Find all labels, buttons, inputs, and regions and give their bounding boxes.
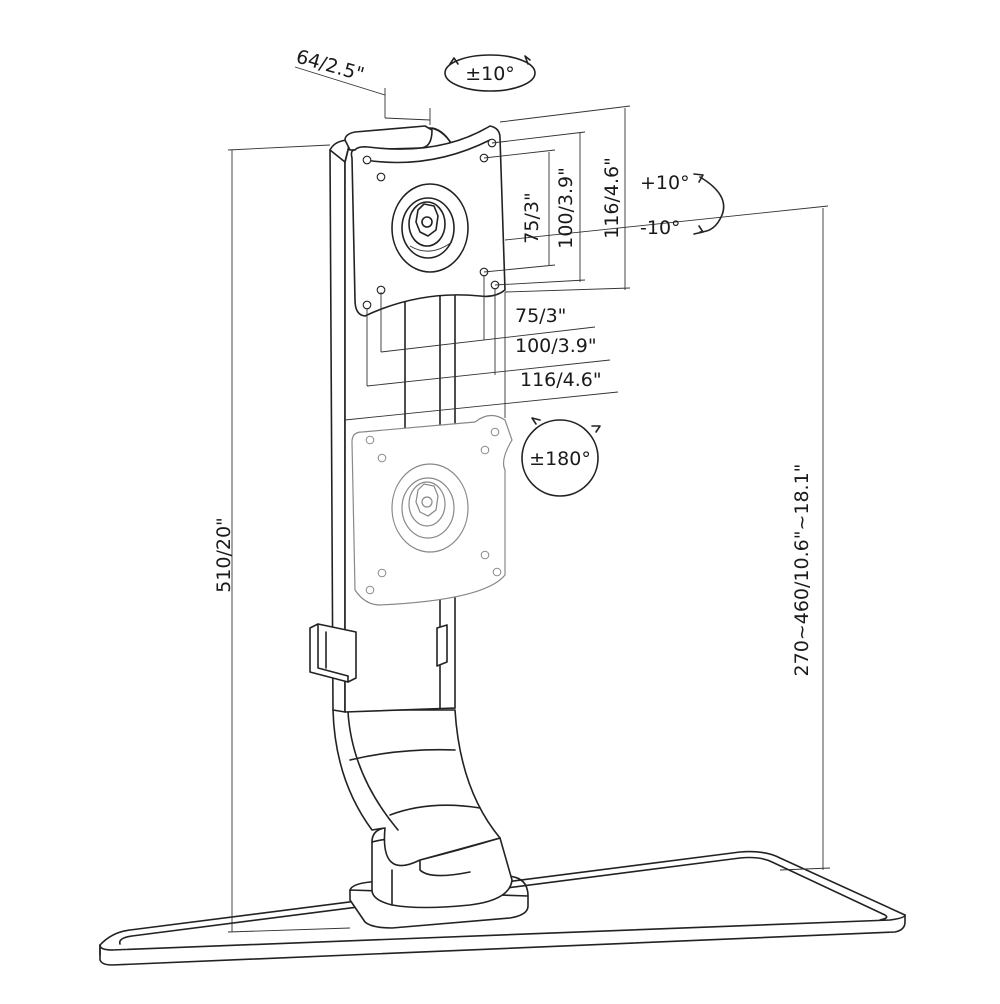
desk-surface	[99, 850, 906, 966]
swivel-down-label: -10°	[640, 217, 681, 239]
total-height-label: 510/20"	[213, 517, 235, 593]
stand-neck	[332, 707, 501, 867]
vesa-horizontal-116: 116/4.6"	[520, 369, 602, 391]
vesa-vertical-116: 116/4.6"	[601, 157, 623, 239]
vesa-horizontal-75: 75/3"	[515, 305, 566, 327]
depth-label: 64/2.5"	[294, 46, 367, 86]
vesa-horizontal-100: 100/3.9"	[515, 335, 597, 357]
swivel-up-label: +10°	[640, 172, 690, 194]
vesa-plate-upper	[350, 125, 506, 317]
tilt-label: ±10°	[465, 63, 515, 85]
height-clamp	[309, 623, 448, 683]
height-range-label: 270~460/10.6"~18.1"	[791, 464, 813, 677]
dimension-lines	[227, 54, 831, 933]
vesa-plate-lower	[351, 414, 513, 606]
rotation-label: ±180°	[529, 448, 591, 470]
vesa-vertical-100: 100/3.9"	[555, 167, 577, 249]
vesa-vertical-75: 75/3"	[521, 192, 543, 243]
dimension-labels: 64/2.5" ±10° 510/20" 270~460/10.6"~18.1"…	[213, 46, 813, 677]
